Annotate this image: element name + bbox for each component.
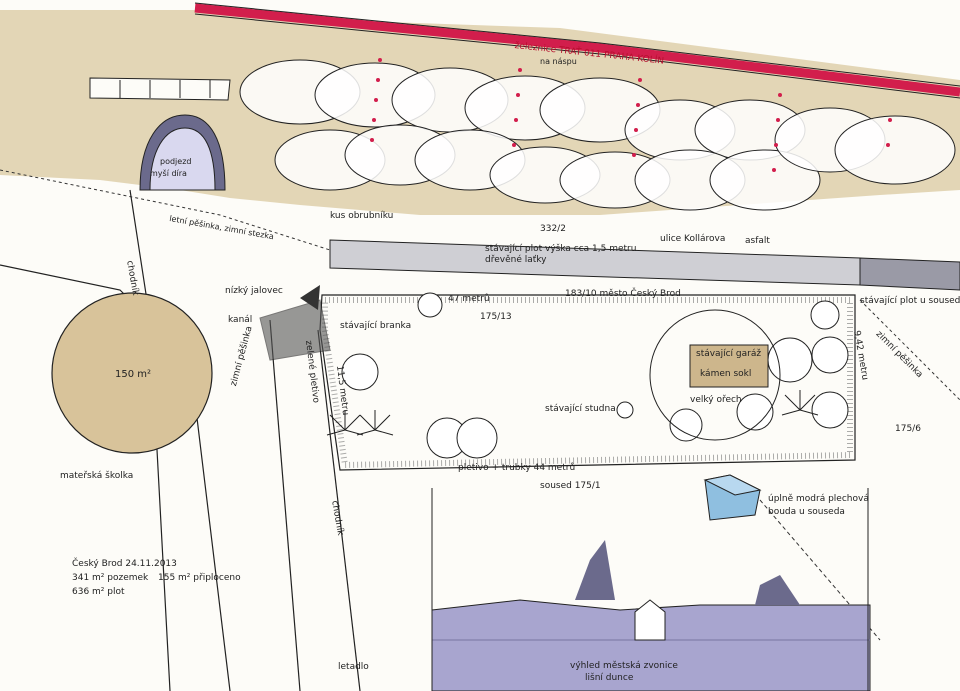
- label-neighbor-fence: stávající plot u souseda: [860, 296, 960, 306]
- garage: [689, 344, 769, 388]
- blue-shed: [703, 474, 762, 521]
- underpass-icon: [139, 114, 226, 191]
- label-fence-existing: stávající plot výška cca 1,5 metru: [485, 244, 637, 254]
- embankment-ellipses: [239, 59, 956, 211]
- label-date: Český Brod 24.11.2013: [72, 559, 177, 569]
- garden-stipple: [322, 297, 853, 469]
- label-blue-shed-2: bouda u souseda: [768, 507, 845, 517]
- existing-fence: [329, 239, 960, 291]
- label-length-47: 47 metrů: [448, 294, 490, 304]
- railway-rail: [194, 13, 960, 99]
- label-street: ulice Kollárova: [660, 234, 726, 244]
- kindergarten-tree: [51, 292, 213, 454]
- label-juniper: nízký jalovec: [225, 286, 283, 296]
- view-line: [759, 499, 881, 641]
- railway-rail-2: [194, 2, 960, 87]
- label-view-2: lišní dunce: [585, 673, 634, 683]
- label-underpass: podjezd: [160, 157, 192, 166]
- label-parcel-175-6: 175/6: [895, 424, 921, 434]
- label-town-plot: 183/10 město Český Brod: [565, 289, 681, 299]
- label-walnut: velký ořech: [690, 395, 742, 405]
- label-blue-shed-1: úplně modrá plechová: [768, 494, 869, 504]
- label-embankment: na náspu: [540, 57, 577, 66]
- railway-posts: [370, 58, 892, 172]
- label-parcel-top: 332/2: [540, 224, 566, 234]
- label-plot-area: 341 m² pozemek: [72, 573, 149, 583]
- label-fence-tubes: pletivo + trubky 44 metrů: [458, 463, 576, 473]
- label-well: stávající studna: [545, 404, 616, 414]
- plot-shrubs: [326, 390, 819, 436]
- label-neighbor: soused 175/1: [540, 481, 601, 491]
- label-embankment-piece: kus obrubníku: [330, 211, 394, 221]
- label-kindergarten: mateřská školka: [60, 471, 134, 481]
- summer-path-line: [0, 169, 331, 251]
- town-view: [431, 488, 871, 691]
- label-stone-base: kámen sokl: [700, 369, 752, 379]
- label-channel: kanál: [228, 315, 253, 325]
- plot-trees: [341, 292, 849, 459]
- label-garage: stávající garáž: [696, 349, 762, 359]
- road-line-4: [317, 329, 361, 691]
- label-paved-area: 155 m² připloceno: [158, 573, 241, 583]
- label-reload: letadlo: [338, 662, 369, 672]
- label-area-150: 150 m²: [115, 369, 152, 380]
- winter-path-line: [859, 299, 960, 401]
- label-mouse-hole: myší díra: [150, 169, 187, 178]
- railway-line: [194, 3, 960, 97]
- road-line-3: [269, 319, 301, 691]
- label-wooden-slats: dřevěné laťky: [485, 255, 547, 265]
- gate-hatch: [259, 285, 331, 361]
- label-fence-len: 636 m² plot: [72, 587, 125, 597]
- label-view-1: výhled městská zvonice: [570, 661, 678, 671]
- label-gate: stávající branka: [340, 321, 412, 331]
- rail-bridge: [89, 77, 231, 101]
- label-asphalt: asfalt: [745, 236, 770, 246]
- label-parcel-175-13: 175/13: [480, 312, 512, 322]
